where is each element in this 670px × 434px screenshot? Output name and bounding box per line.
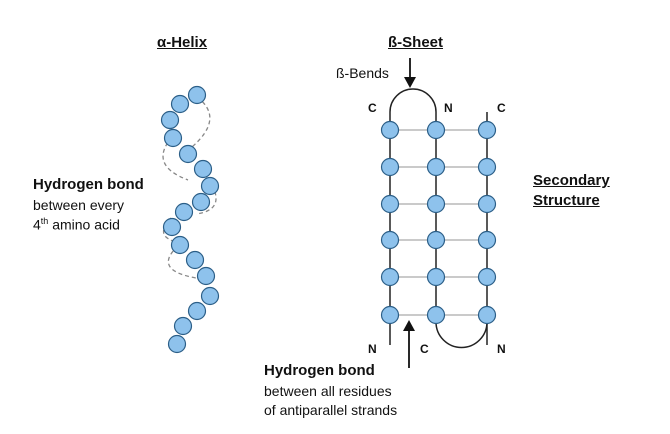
sheet-residue <box>426 230 446 250</box>
sheet-hbond-line2: of antiparallel strands <box>264 402 398 418</box>
helix-residue <box>167 334 187 354</box>
sheet-residue <box>426 305 446 325</box>
sheet-hbond-title: Hydrogen bond <box>264 362 375 379</box>
secondary-structure-line1: Secondary <box>533 172 610 189</box>
sheet-residue <box>380 157 400 177</box>
helix-residue <box>162 217 182 237</box>
beta-sheet-residues <box>380 120 497 325</box>
alpha-helix-title: α-Helix <box>157 34 208 51</box>
strand2-top-label: N <box>444 101 453 115</box>
sheet-hbond-arrow <box>403 320 415 368</box>
helix-residue <box>174 202 194 222</box>
sheet-residue <box>426 120 446 140</box>
strand3-top-label: C <box>497 101 506 115</box>
sheet-residue <box>380 267 400 287</box>
sheet-residue <box>380 194 400 214</box>
helix-residue <box>170 235 190 255</box>
helix-residue <box>193 159 213 179</box>
helix-residue <box>160 110 180 130</box>
sheet-residue <box>477 157 497 177</box>
alpha-helix <box>160 85 220 354</box>
helix-residue <box>200 176 220 196</box>
sheet-residue <box>380 120 400 140</box>
sheet-residue <box>477 194 497 214</box>
sheet-residue <box>426 194 446 214</box>
strand2-bottom-label: C <box>420 342 429 356</box>
beta-bends-arrow <box>404 58 416 88</box>
strand-2-with-bottom-bend <box>435 112 488 349</box>
helix-residue <box>196 266 216 286</box>
sheet-residue <box>477 120 497 140</box>
sheet-residue <box>426 267 446 287</box>
sheet-hbond-line1: between all residues <box>264 383 392 399</box>
sheet-residue <box>380 230 400 250</box>
helix-hbond-line2: 4th amino acid <box>33 216 120 233</box>
strand1-top-label: C <box>368 101 377 115</box>
sheet-hbonds <box>390 129 487 316</box>
helix-hbond-arc <box>167 245 197 279</box>
helix-residue <box>200 286 220 306</box>
helix-residue <box>187 85 207 105</box>
helix-residue <box>178 144 198 164</box>
helix-hbond-line1: between every <box>33 197 125 213</box>
helix-hbond-arcs <box>162 96 217 279</box>
helix-residue <box>173 316 193 336</box>
strand3-bottom-label: N <box>497 342 506 356</box>
helix-residue <box>191 192 211 212</box>
helix-residue <box>185 250 205 270</box>
strand-1-with-top-bend <box>389 88 437 345</box>
helix-hbond-title: Hydrogen bond <box>33 176 144 193</box>
helix-hbond-arc <box>162 136 189 181</box>
sheet-residue <box>477 267 497 287</box>
helix-hbond-arc <box>195 184 217 215</box>
beta-sheet-title: ß-Sheet <box>388 34 444 51</box>
sheet-residue <box>477 305 497 325</box>
helix-residue <box>163 128 183 148</box>
helix-residue <box>170 94 190 114</box>
beta-bends-label: ß-Bends <box>336 65 389 81</box>
sheet-residue <box>426 157 446 177</box>
sheet-residue <box>380 305 400 325</box>
helix-residue <box>187 301 207 321</box>
helix-hbond-arc <box>191 96 211 148</box>
secondary-structure-line2: Structure <box>533 192 600 209</box>
sheet-residue <box>477 230 497 250</box>
strand1-bottom-label: N <box>368 342 377 356</box>
